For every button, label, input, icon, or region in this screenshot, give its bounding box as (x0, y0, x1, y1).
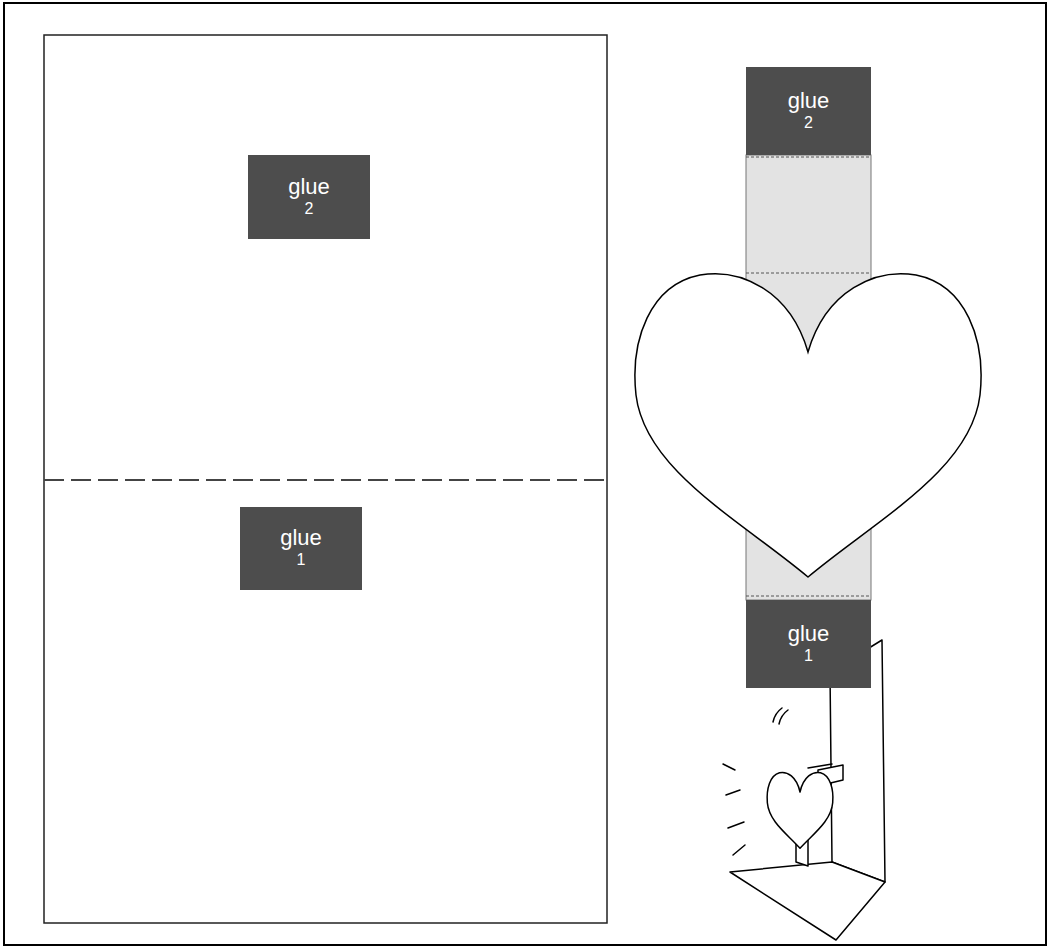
card-sheet (44, 35, 607, 923)
outer-frame (4, 3, 1046, 945)
card-floor (730, 862, 885, 940)
callout-number: 1 (297, 550, 306, 571)
fold-line (746, 273, 871, 274)
glue-label: glue (788, 622, 830, 646)
callout-number: 2 (804, 113, 813, 134)
glue-tab: glue2 (248, 155, 370, 239)
glue-tab: glue1 (746, 600, 871, 688)
heart-shape (635, 274, 981, 577)
callout-number: 2 (305, 199, 314, 220)
glue-label: glue (788, 89, 830, 113)
sketch-strip (808, 764, 832, 768)
fold-line (44, 479, 607, 481)
sketch-heart (767, 772, 833, 848)
glue-tab: glue2 (746, 67, 871, 155)
glue-label: glue (288, 175, 330, 199)
motion-lines (723, 764, 745, 855)
callout-number: 1 (804, 646, 813, 667)
fold-line (746, 157, 871, 158)
glue-label: glue (280, 526, 322, 550)
fold-line (746, 596, 871, 597)
motion-lines (773, 708, 788, 724)
glue-tab: glue1 (240, 507, 362, 590)
